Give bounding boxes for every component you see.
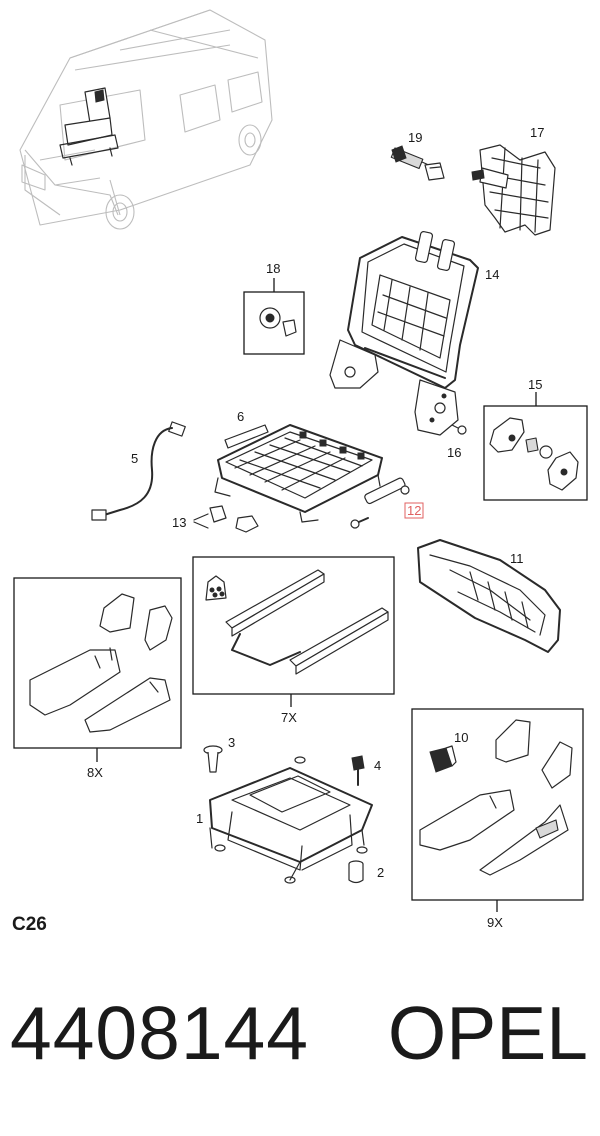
- part-number: 4408144: [10, 991, 309, 1075]
- part-6-seat-cushion-frame: [214, 424, 383, 523]
- callout-4[interactable]: 4: [374, 758, 381, 773]
- callout-14[interactable]: 14: [485, 267, 499, 282]
- part-4-bolt: [351, 755, 365, 786]
- diagram-page-code: C26: [12, 914, 47, 935]
- callout-18[interactable]: 18: [266, 261, 280, 276]
- cushion-clips: [299, 431, 365, 460]
- part-16-screw: [451, 424, 467, 435]
- callout-13[interactable]: 13: [172, 515, 186, 530]
- part-5-wiring-harness: [91, 421, 186, 521]
- callout-2[interactable]: 2: [377, 865, 384, 880]
- callout-1[interactable]: 1: [196, 811, 203, 826]
- callout-16[interactable]: 16: [447, 445, 461, 460]
- part-9x-seat-side-trim: [411, 708, 584, 912]
- part-7x-seat-slide-rails: [192, 556, 395, 707]
- callout-19[interactable]: 19: [408, 130, 422, 145]
- callout-17[interactable]: 17: [530, 125, 544, 140]
- callout-11[interactable]: 11: [510, 551, 524, 566]
- part-14-backrest-frame: [329, 231, 479, 436]
- part-8x-seat-side-trim: [13, 577, 182, 762]
- part-1-seat-base: [209, 756, 373, 884]
- callout-15[interactable]: 15: [528, 377, 542, 392]
- callout-10[interactable]: 10: [454, 730, 468, 745]
- part-19-adjuster-knob: [390, 145, 445, 181]
- callout-12[interactable]: 12: [407, 503, 421, 518]
- callout-5[interactable]: 5: [131, 451, 138, 466]
- part-10-trim-clip: [429, 745, 457, 773]
- callout-12-highlighted[interactable]: 12: [404, 502, 424, 519]
- brand-name: OPEL: [387, 991, 588, 1075]
- part-11-backrest-trim-panel: [417, 539, 561, 653]
- callout-9x[interactable]: 9X: [487, 915, 503, 930]
- van-overview-illustration: [19, 9, 273, 230]
- part-2-spacer-sleeve: [348, 860, 364, 884]
- callout-7x[interactable]: 7X: [281, 710, 297, 725]
- part-15-recliner-handles: [483, 392, 588, 501]
- part-3-push-rivet: [203, 745, 223, 773]
- callout-8x[interactable]: 8X: [87, 765, 103, 780]
- van-seat-highlight: [59, 87, 119, 166]
- part-17-lumbar-support-mesh: [471, 144, 556, 236]
- part-12-gas-strut: [350, 477, 410, 529]
- part-13-clip-covers: [193, 505, 259, 533]
- part-18-pivot-bushing: [243, 278, 305, 355]
- callout-6[interactable]: 6: [237, 409, 244, 424]
- callout-3[interactable]: 3: [228, 735, 235, 750]
